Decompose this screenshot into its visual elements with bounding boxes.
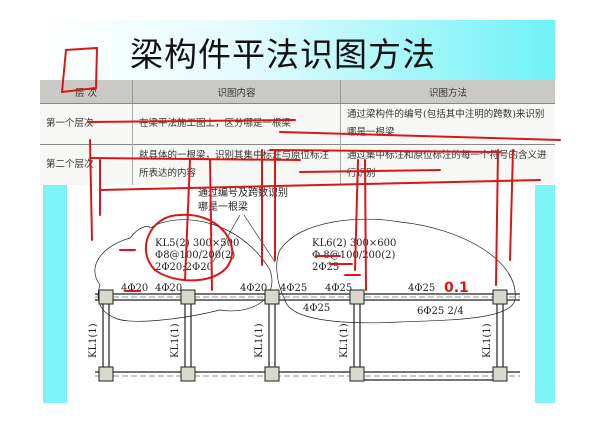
rebar-label: 4Φ25 <box>408 283 435 294</box>
header-method: 识图方法 <box>340 80 555 104</box>
kl5-label: KL5(2) 300×500 <box>155 238 239 249</box>
row1-content: 在梁平法施工图上，区分哪是一根梁 <box>132 103 341 145</box>
rebar-label: 4Φ25 <box>325 283 352 294</box>
column-beam-label: KL1(1) <box>88 323 99 358</box>
callout-line2: 哪是一根梁 <box>198 200 248 213</box>
handwritten-note: 0.1 <box>444 280 469 296</box>
column-beam-label: KL1(1) <box>482 323 493 358</box>
rebar-label: 4Φ20 <box>121 283 148 294</box>
kl5-cloud-outline <box>94 219 273 322</box>
column <box>264 289 280 305</box>
slide-title: 梁构件平法识图方法 <box>130 35 436 74</box>
rebar-label: 4Φ25 <box>303 303 330 314</box>
row2-level: 第二个层次 <box>40 144 133 185</box>
rebar-label: 4Φ20 <box>240 283 267 294</box>
kl6-stirrup: Φ 8@100/200(2) <box>312 250 396 261</box>
rebar-label: 4Φ25 <box>280 283 307 294</box>
column <box>180 289 196 305</box>
column-beam-label: KL1(1) <box>339 323 350 358</box>
right-accent-bar <box>535 183 555 403</box>
column <box>349 289 365 305</box>
column-beam-label: KL1(1) <box>170 323 181 358</box>
column <box>492 366 508 382</box>
red-annotations <box>60 46 561 292</box>
callout-arrow-left <box>212 214 241 263</box>
column-beam-label: KL1(1) <box>254 323 265 358</box>
header-content: 识图内容 <box>132 80 341 104</box>
table-row: 第一个层次 在梁平法施工图上，区分哪是一根梁 通过梁构件的编号(包括其中注明的跨… <box>40 103 555 145</box>
callout-arrow-right <box>243 214 276 263</box>
kl6-bars: 2Φ25 <box>312 262 339 273</box>
row1-level: 第一个层次 <box>40 103 133 145</box>
column-beam-labels: KL1(1) KL1(1) KL1(1) KL1(1) KL1(1) <box>88 323 493 358</box>
column <box>98 289 114 305</box>
kl5-stirrup: Φ8@100/200(2) <box>155 250 235 261</box>
title-band <box>40 20 555 80</box>
rebar-label: 6Φ25 2/4 <box>417 306 464 317</box>
column <box>180 366 196 382</box>
column <box>98 366 114 382</box>
left-accent-bar <box>43 183 67 403</box>
kl5-bars: 2Φ20;2Φ20 <box>155 262 213 273</box>
column <box>349 366 365 382</box>
kl6-cloud-outline <box>276 218 516 324</box>
column <box>264 366 280 382</box>
callout-line1: 通过编号及跨数识别 <box>198 186 288 199</box>
frame-beams <box>95 293 520 381</box>
rebar-label: 4Φ20 <box>155 283 182 294</box>
kl6-label: KL6(2) 300×600 <box>312 238 396 249</box>
frame-columns <box>98 289 508 382</box>
column <box>492 289 508 305</box>
